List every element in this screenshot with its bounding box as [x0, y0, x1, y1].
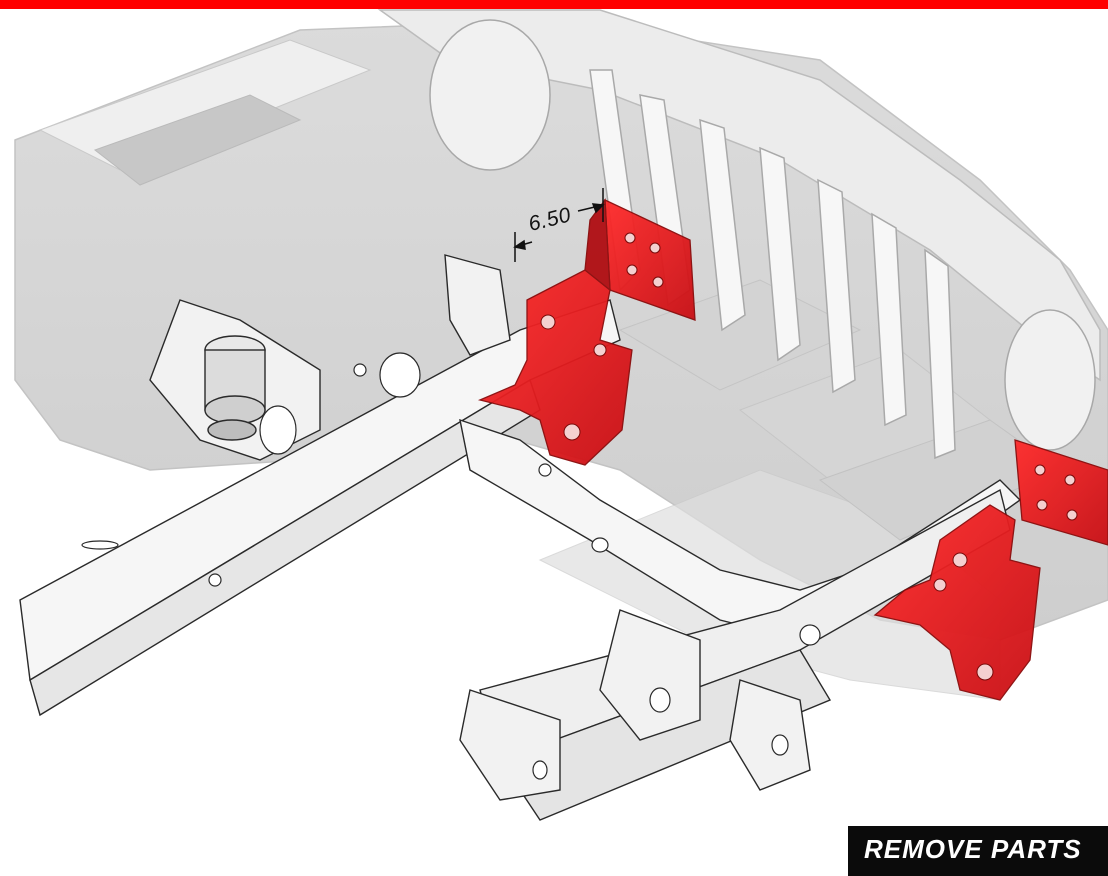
- dimension-callout: [513, 188, 605, 262]
- remove-parts-badge: REMOVE PARTS: [848, 826, 1108, 876]
- frame-rails: [19, 254, 1022, 821]
- ghost-grille: [377, 9, 1101, 460]
- accent-top-bar: [0, 0, 1108, 9]
- coil-spring-mount: [204, 335, 266, 441]
- left-frame-bracket-red: [477, 198, 696, 466]
- remove-parts-label: REMOVE PARTS: [864, 834, 1082, 864]
- frame-holes: [81, 352, 821, 780]
- left-bracket-holes: [540, 232, 664, 441]
- right-bracket-holes: [933, 464, 1078, 681]
